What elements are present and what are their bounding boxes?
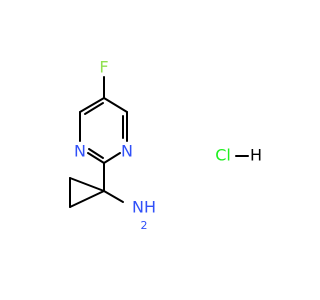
atom-amine-nh: NH [132, 198, 156, 217]
bond-n3-c2 [103, 152, 121, 164]
atom-chlorine: Cl [215, 146, 231, 165]
atom-amine: NH 2 [132, 198, 156, 233]
atom-fluorine: F [99, 58, 108, 77]
hcl-salt: Cl H [215, 146, 262, 165]
atom-nitrogen-left: N [74, 142, 86, 161]
atom-nitrogen-right: N [121, 142, 133, 161]
bond-cp1-cp2 [69, 177, 105, 192]
bond-c2-n1 [87, 152, 105, 164]
pyrimidine-ring [79, 76, 128, 164]
bond-c6-c5-inner [84, 102, 104, 115]
bond-cp3-cp1 [69, 190, 105, 208]
atom-hydrogen: H [250, 146, 262, 165]
atom-amine-subscript: 2 [141, 219, 148, 232]
bond-cp1-amine [103, 190, 124, 203]
bond-c6-c5 [79, 97, 105, 113]
bond-c2-n1-inner [88, 148, 104, 159]
cyclopropane-ring [69, 177, 105, 208]
molecule-diagram: F N N NH 2 Cl H [69, 58, 262, 233]
bond-c5-c4 [103, 97, 128, 113]
